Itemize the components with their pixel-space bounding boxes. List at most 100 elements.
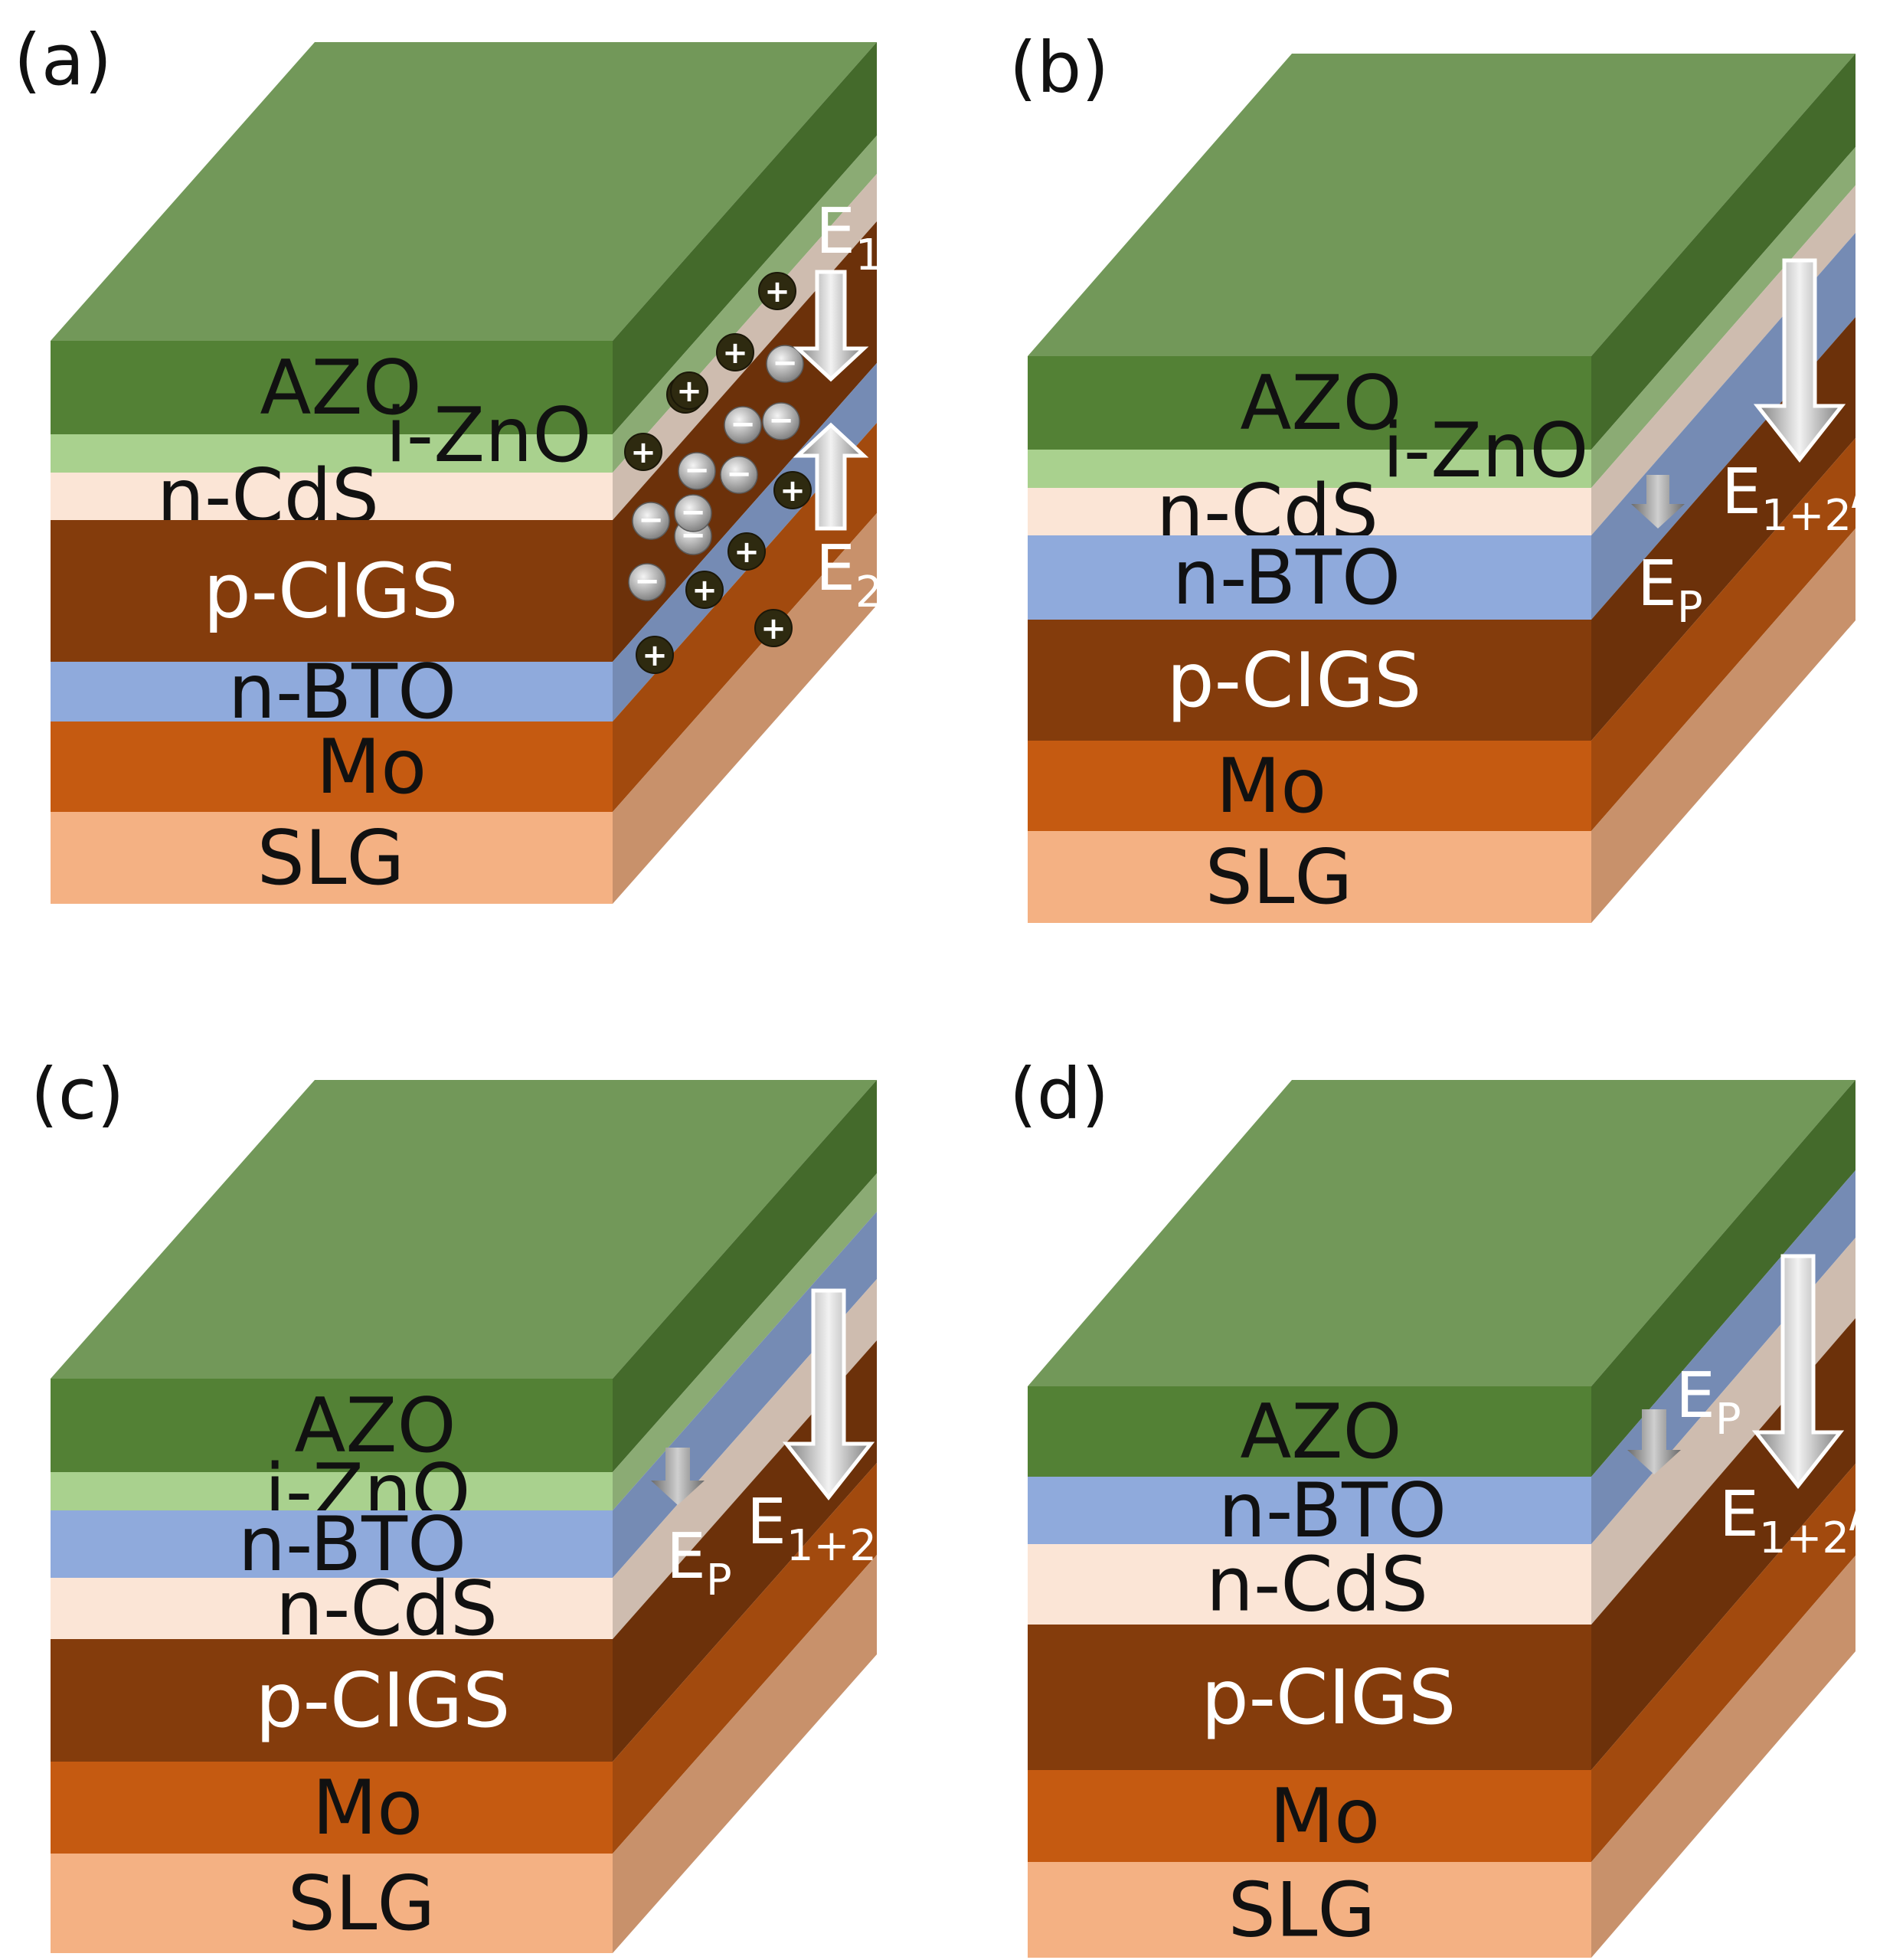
- positive-charge: +: [670, 371, 708, 410]
- layer-label-p-CIGS: p-CIGS: [1201, 1654, 1456, 1742]
- layer-side-Mo: [613, 1463, 877, 1854]
- layer-front-n-CdS: [51, 1578, 613, 1639]
- negative-charge: −: [678, 452, 716, 490]
- layer-label-SLG: SLG: [1205, 834, 1353, 921]
- field-label: EP: [1637, 548, 1703, 633]
- field-arrow-down: [793, 270, 869, 382]
- negative-charge: −: [674, 494, 712, 532]
- layer-label-p-CIGS: p-CIGS: [1166, 637, 1421, 725]
- negative-charge: −: [766, 345, 804, 383]
- layer-front-n-BTO: [51, 1510, 613, 1578]
- field-label: EP: [666, 1520, 732, 1605]
- layer-front-Mo: [51, 1762, 613, 1854]
- layer-front-Mo: [1028, 741, 1591, 831]
- layer-side-n-CdS: [613, 1279, 877, 1639]
- layer-front-n-BTO: [51, 662, 613, 722]
- layer-front-p-CIGS: [51, 520, 613, 662]
- layer-side-AZO: [613, 1080, 877, 1472]
- positive-charge: +: [773, 471, 812, 509]
- panel-a: AZOi-ZnOn-CdSp-CIGSn-BTOMoSLG(a)++++++++…: [14, 19, 882, 904]
- layer-label-n-CdS: n-CdS: [1206, 1542, 1428, 1629]
- layer-label-SLG: SLG: [1228, 1867, 1376, 1955]
- layer-side-SLG: [613, 513, 877, 904]
- field-arrow-up: [793, 422, 869, 531]
- layer-label-SLG: SLG: [288, 1860, 436, 1948]
- layer-label-n-CdS: n-CdS: [276, 1566, 498, 1653]
- layer-label-AZO: AZO: [1240, 360, 1401, 447]
- layer-side-i-ZnO: [613, 1173, 877, 1510]
- field-label: E1+2/: [1721, 456, 1869, 541]
- svg-text:−: −: [680, 495, 706, 530]
- layer-label-i-ZnO: i-ZnO: [386, 392, 592, 479]
- layer-label-Mo: Mo: [316, 724, 427, 811]
- negative-charge: −: [762, 402, 800, 440]
- layer-front-SLG: [1028, 831, 1591, 923]
- panel-label: (a): [14, 19, 112, 101]
- svg-text:+: +: [764, 274, 790, 309]
- layer-side-SLG: [1591, 1556, 1855, 1958]
- svg-text:−: −: [634, 564, 660, 599]
- layer-label-n-BTO: n-BTO: [1218, 1468, 1447, 1555]
- layer-front-AZO: [1028, 356, 1591, 450]
- svg-text:−: −: [638, 502, 664, 538]
- layer-label-i-ZnO: i-ZnO: [1383, 407, 1589, 495]
- field-arrow-down: [1751, 1254, 1845, 1490]
- svg-text:+: +: [780, 473, 806, 509]
- positive-charge: +: [716, 333, 754, 371]
- layer-side-Mo: [1591, 1464, 1855, 1862]
- field-arrow-down: [1631, 475, 1685, 528]
- field-label: EP: [1676, 1360, 1741, 1445]
- svg-text:+: +: [642, 638, 668, 673]
- layer-side-SLG: [613, 1555, 877, 1953]
- negative-charge: −: [628, 563, 666, 601]
- layer-front-AZO: [51, 341, 613, 434]
- layer-front-n-CdS: [1028, 488, 1591, 535]
- layer-side-AZO: [1591, 54, 1855, 450]
- top-face-AZO: [51, 42, 877, 341]
- svg-text:+: +: [734, 535, 760, 570]
- layer-front-n-BTO: [1028, 535, 1591, 620]
- positive-charge: +: [727, 532, 766, 571]
- field-arrow-down: [651, 1448, 705, 1505]
- svg-text:−: −: [684, 453, 710, 488]
- layer-label-n-BTO: n-BTO: [1172, 535, 1401, 622]
- layer-side-Mo: [1591, 438, 1855, 831]
- panel-label: (d): [1009, 1053, 1109, 1135]
- top-face-AZO: [51, 1080, 877, 1379]
- layer-label-Mo: Mo: [1270, 1773, 1381, 1860]
- positive-charge: +: [624, 433, 662, 471]
- layer-front-Mo: [51, 722, 613, 812]
- svg-text:+: +: [760, 611, 786, 646]
- layer-side-AZO: [1591, 1080, 1855, 1477]
- layer-front-p-CIGS: [1028, 620, 1591, 741]
- layer-front-n-CdS: [1028, 1544, 1591, 1625]
- layer-front-SLG: [51, 1854, 613, 1953]
- layer-label-AZO: AZO: [294, 1382, 456, 1470]
- positive-charge: +: [636, 636, 674, 674]
- svg-text:+: +: [676, 374, 702, 409]
- layer-front-i-ZnO: [1028, 450, 1591, 488]
- layer-side-i-ZnO: [1591, 147, 1855, 488]
- positive-charge: +: [754, 609, 793, 647]
- svg-text:+: +: [722, 335, 748, 371]
- layer-side-AZO: [613, 42, 877, 434]
- panel-label: (b): [1009, 27, 1109, 109]
- svg-text:+: +: [692, 573, 718, 608]
- layer-label-AZO: AZO: [260, 345, 421, 432]
- layer-front-AZO: [51, 1379, 613, 1472]
- layer-front-Mo: [1028, 1770, 1591, 1862]
- field-label: E2: [816, 532, 882, 617]
- svg-text:−: −: [726, 456, 752, 492]
- layer-front-i-ZnO: [51, 434, 613, 473]
- layer-front-n-BTO: [1028, 1477, 1591, 1544]
- layer-label-p-CIGS: p-CIGS: [255, 1657, 510, 1745]
- layer-front-n-CdS: [51, 473, 613, 520]
- field-label: E1+2/: [1719, 1478, 1867, 1563]
- field-label: E1: [816, 195, 882, 280]
- svg-text:−: −: [772, 345, 798, 381]
- svg-text:−: −: [768, 403, 794, 438]
- negative-charge: −: [720, 456, 758, 494]
